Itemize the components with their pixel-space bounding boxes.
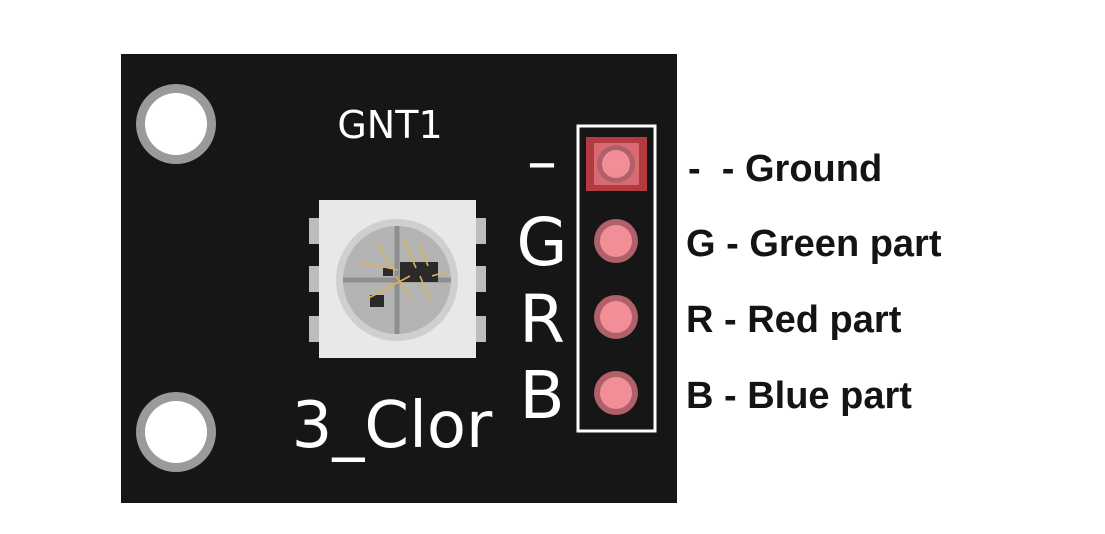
mount-hole-bottom [136, 392, 216, 472]
legend-ground: - - Ground [688, 148, 882, 190]
legend-red: R - Red part [686, 299, 902, 341]
board-label: GNT1 [337, 103, 442, 147]
mount-hole-top [136, 84, 216, 164]
pin-green [594, 219, 638, 263]
pin-letter-green: G [516, 204, 567, 281]
pin-ground [597, 145, 635, 183]
component-label: 3_Clor [292, 389, 493, 463]
legend-blue: B - Blue part [686, 375, 912, 417]
pin-letter-red: R [519, 281, 565, 358]
legend-green: G - Green part [686, 223, 942, 265]
pin-blue [594, 371, 638, 415]
pin-letter-ground: – [527, 127, 557, 197]
rgb-led-icon [309, 200, 486, 358]
pin-red [594, 295, 638, 339]
pin-letter-blue: B [519, 357, 564, 434]
pin-header-outline [576, 124, 657, 433]
